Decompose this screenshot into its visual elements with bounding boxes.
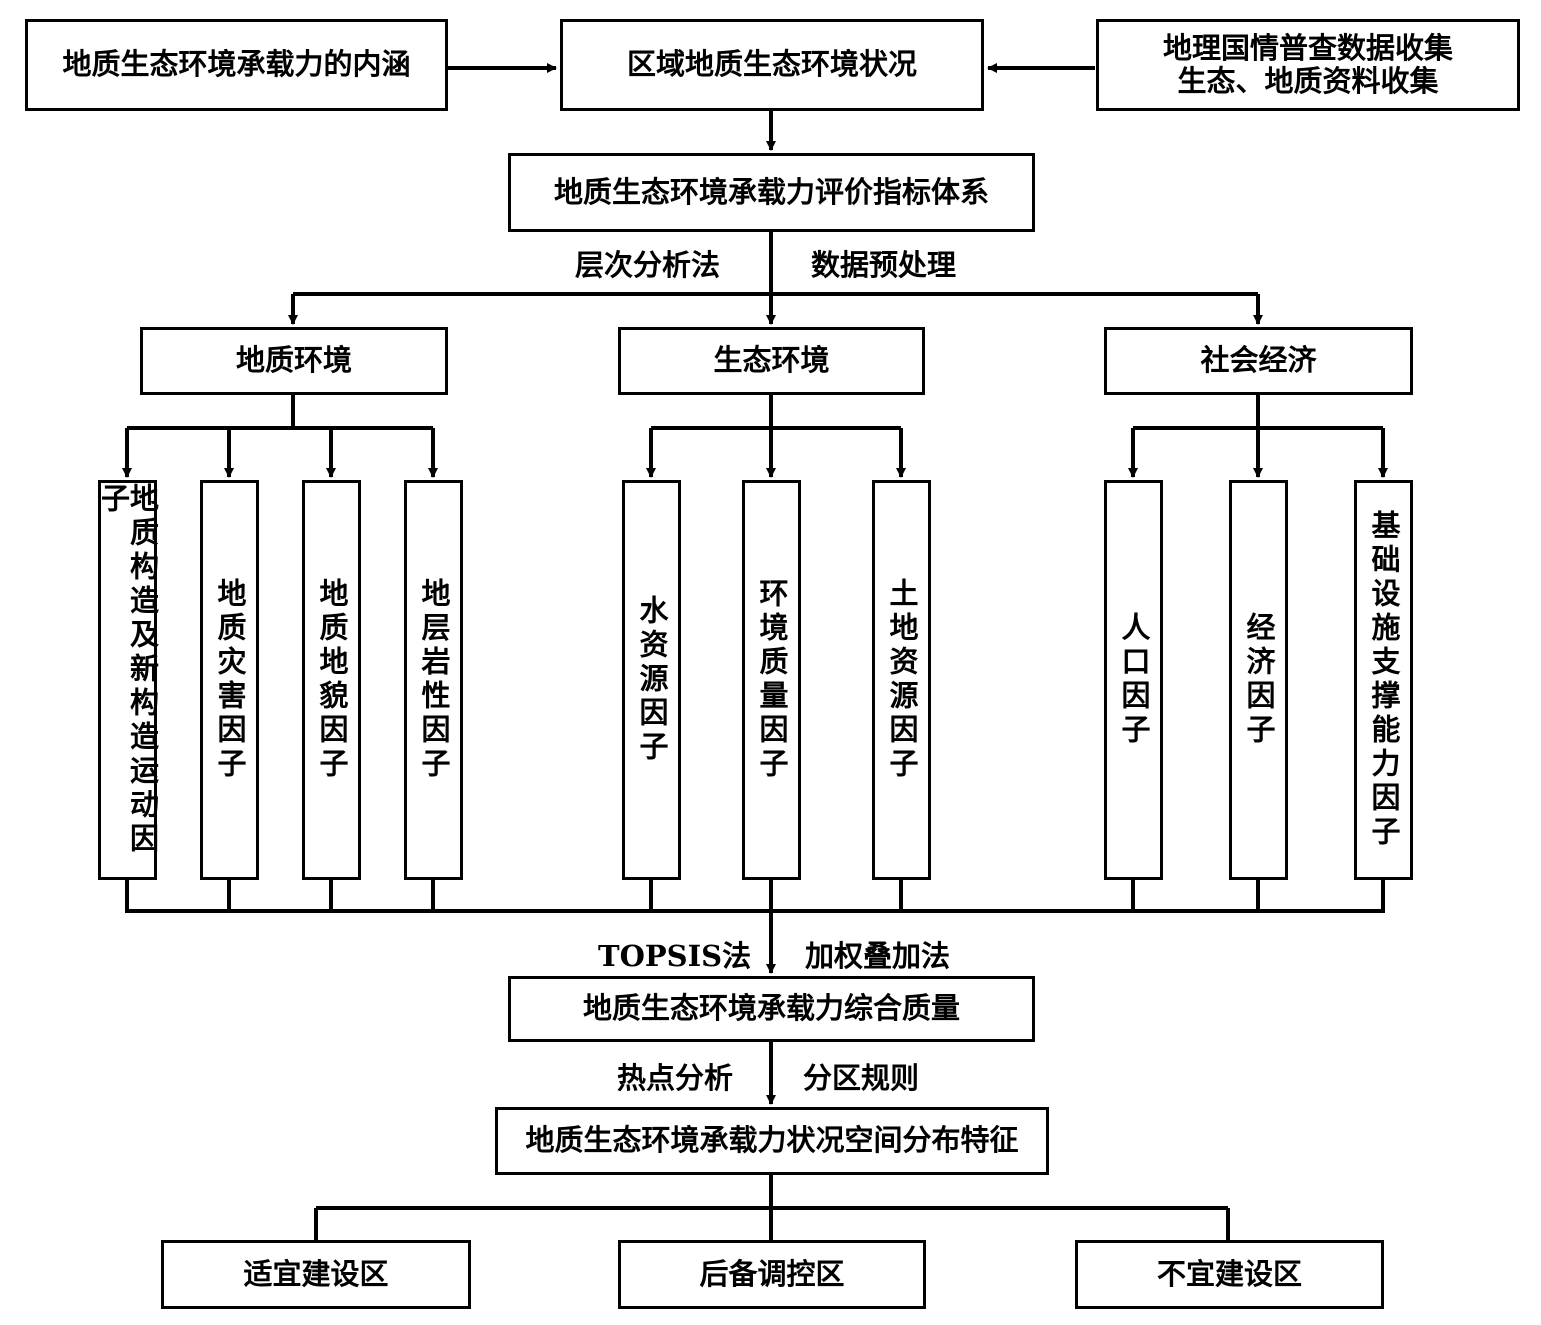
factor-label: 环境质量因子 [755, 578, 789, 782]
data-collection-line1: 地理国情普查数据收集 [1162, 30, 1453, 65]
factor-label: 基础设施支撑能力因子 [1367, 510, 1401, 850]
method-hotspot-label: 热点分析 [617, 1061, 734, 1095]
category-ecology: 生态环境 [618, 327, 925, 395]
category-social: 社会经济 [1104, 327, 1413, 395]
factor-label: 地层岩性因子 [417, 578, 451, 782]
regional-status-box: 区域地质生态环境状况 [560, 19, 984, 111]
zone-suitable: 适宜建设区 [161, 1240, 471, 1309]
factor-box-economy: 经济因子 [1229, 480, 1288, 880]
method-topsis-label: TOPSIS法 [598, 939, 752, 973]
factor-label: 土地资源因子 [885, 578, 919, 782]
data-collection-box: 地理国情普查数据收集 生态、地质资料收集 [1096, 19, 1520, 111]
method-zoning-rule-label: 分区规则 [803, 1061, 920, 1095]
factor-label: 人口因子 [1117, 612, 1151, 748]
method-weighted-overlay-label: 加权叠加法 [805, 939, 951, 973]
zone-unsuitable: 不宜建设区 [1075, 1240, 1384, 1309]
factor-box-lithology: 地层岩性因子 [404, 480, 463, 880]
factor-box-landform: 地质地貌因子 [302, 480, 361, 880]
method-preprocessing-label: 数据预处理 [811, 248, 957, 282]
factor-box-geohazard: 地质灾害因子 [200, 480, 259, 880]
connotation-box: 地质生态环境承载力的内涵 [25, 19, 448, 111]
method-ahp-label: 层次分析法 [575, 248, 721, 282]
spatial-distribution-box: 地质生态环境承载力状况空间分布特征 [495, 1107, 1049, 1175]
factor-label: 地质灾害因子 [213, 578, 247, 782]
index-system-box: 地质生态环境承载力评价指标体系 [508, 153, 1035, 232]
factor-label: 水资源因子 [635, 595, 669, 765]
factor-label: 地质地貌因子 [315, 578, 349, 782]
category-geology: 地质环境 [140, 327, 448, 395]
factor-label: 地质构造及新构造运动因子 [96, 483, 160, 857]
factor-box-water: 水资源因子 [622, 480, 681, 880]
factor-box-infrastructure: 基础设施支撑能力因子 [1354, 480, 1413, 880]
factor-box-land: 土地资源因子 [872, 480, 931, 880]
comprehensive-quality-box: 地质生态环境承载力综合质量 [508, 976, 1035, 1042]
factor-box-population: 人口因子 [1104, 480, 1163, 880]
data-collection-line2: 生态、地质资料收集 [1177, 64, 1439, 98]
factor-box-env-quality: 环境质量因子 [742, 480, 801, 880]
factor-box-tectonics: 地质构造及新构造运动因子 [96, 480, 160, 880]
factor-label: 经济因子 [1242, 612, 1276, 748]
zone-reserve: 后备调控区 [618, 1240, 926, 1309]
